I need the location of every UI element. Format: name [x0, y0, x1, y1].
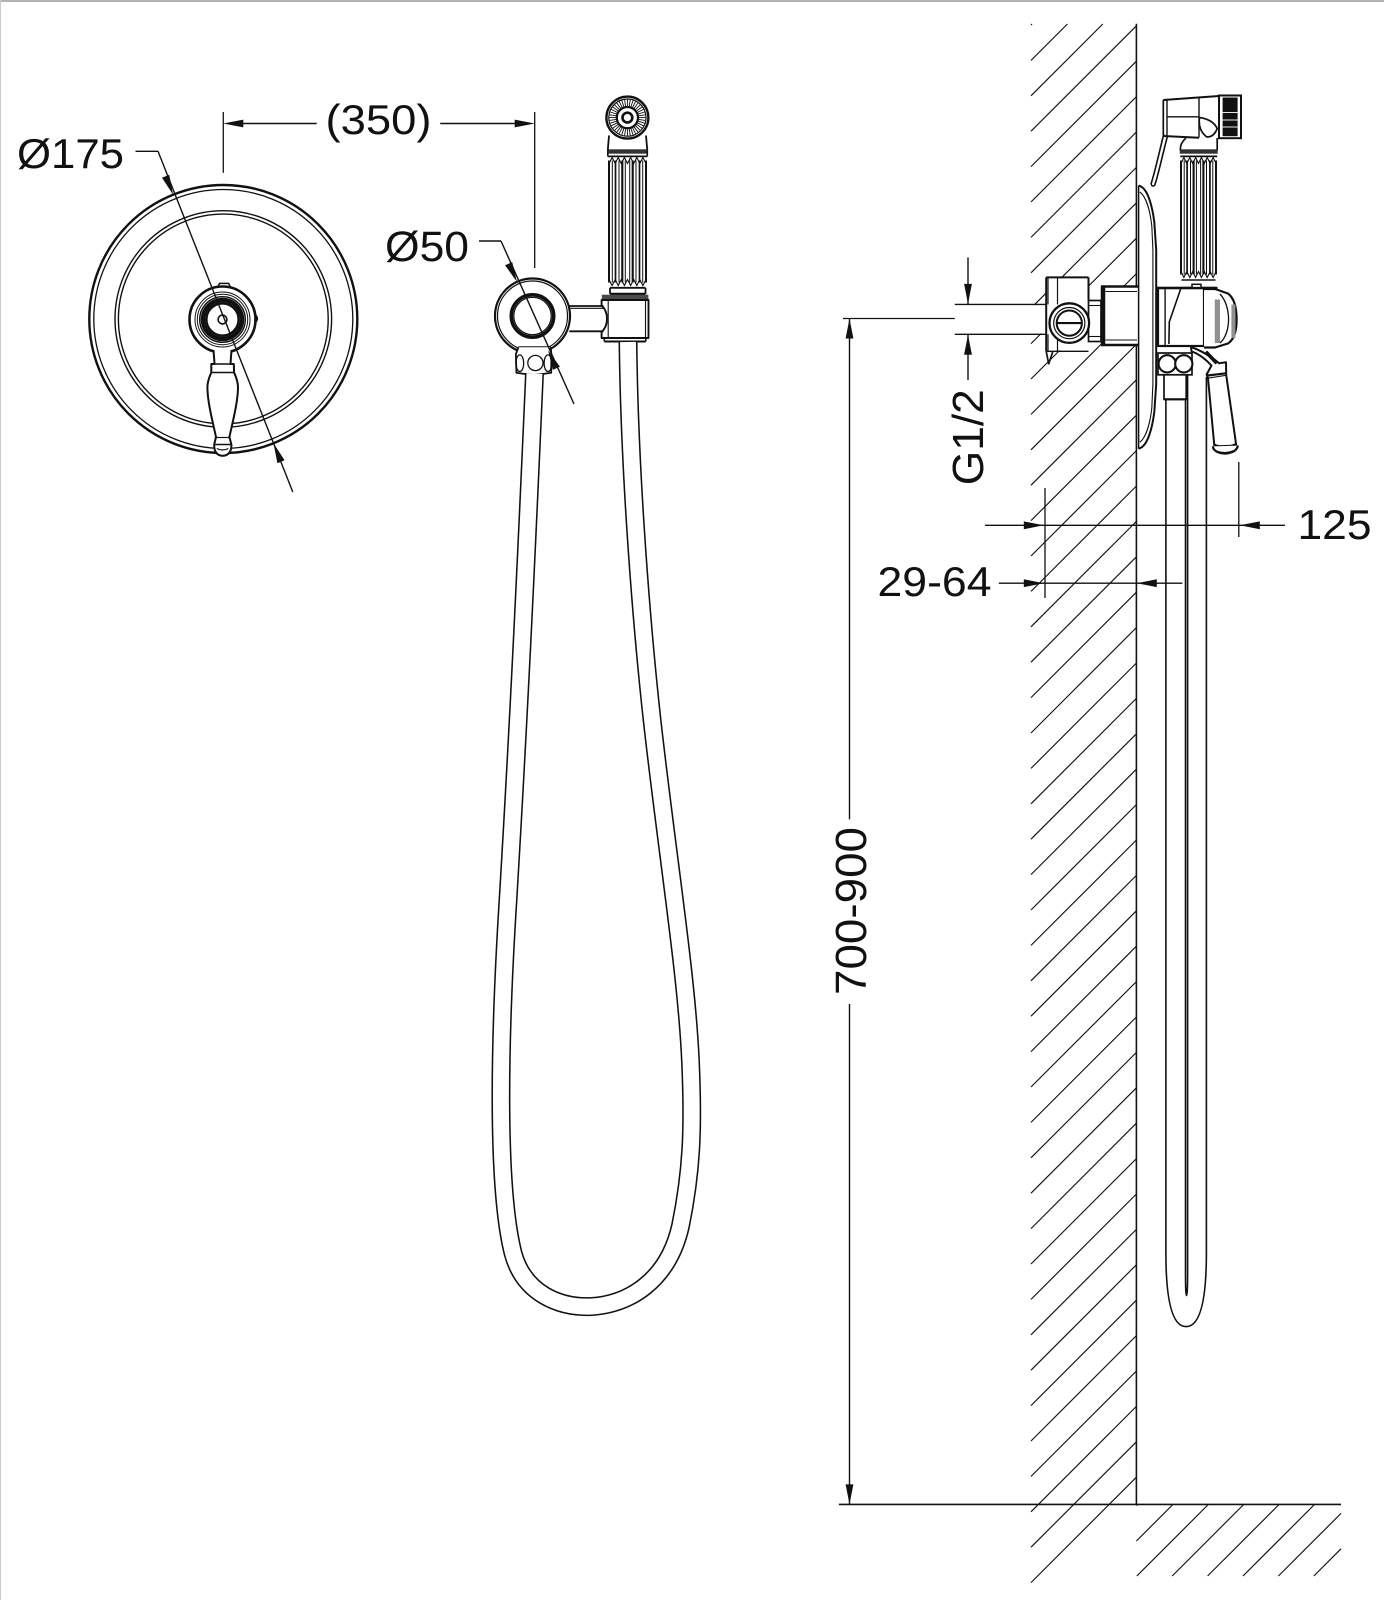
svg-text:Ø175: Ø175 [17, 130, 124, 177]
svg-text:700-900: 700-900 [827, 827, 876, 995]
svg-text:G1/2: G1/2 [944, 389, 993, 485]
svg-text:(350): (350) [326, 96, 432, 143]
svg-text:29-64: 29-64 [878, 558, 992, 605]
svg-text:Ø50: Ø50 [385, 223, 469, 271]
svg-text:125: 125 [1298, 501, 1372, 548]
